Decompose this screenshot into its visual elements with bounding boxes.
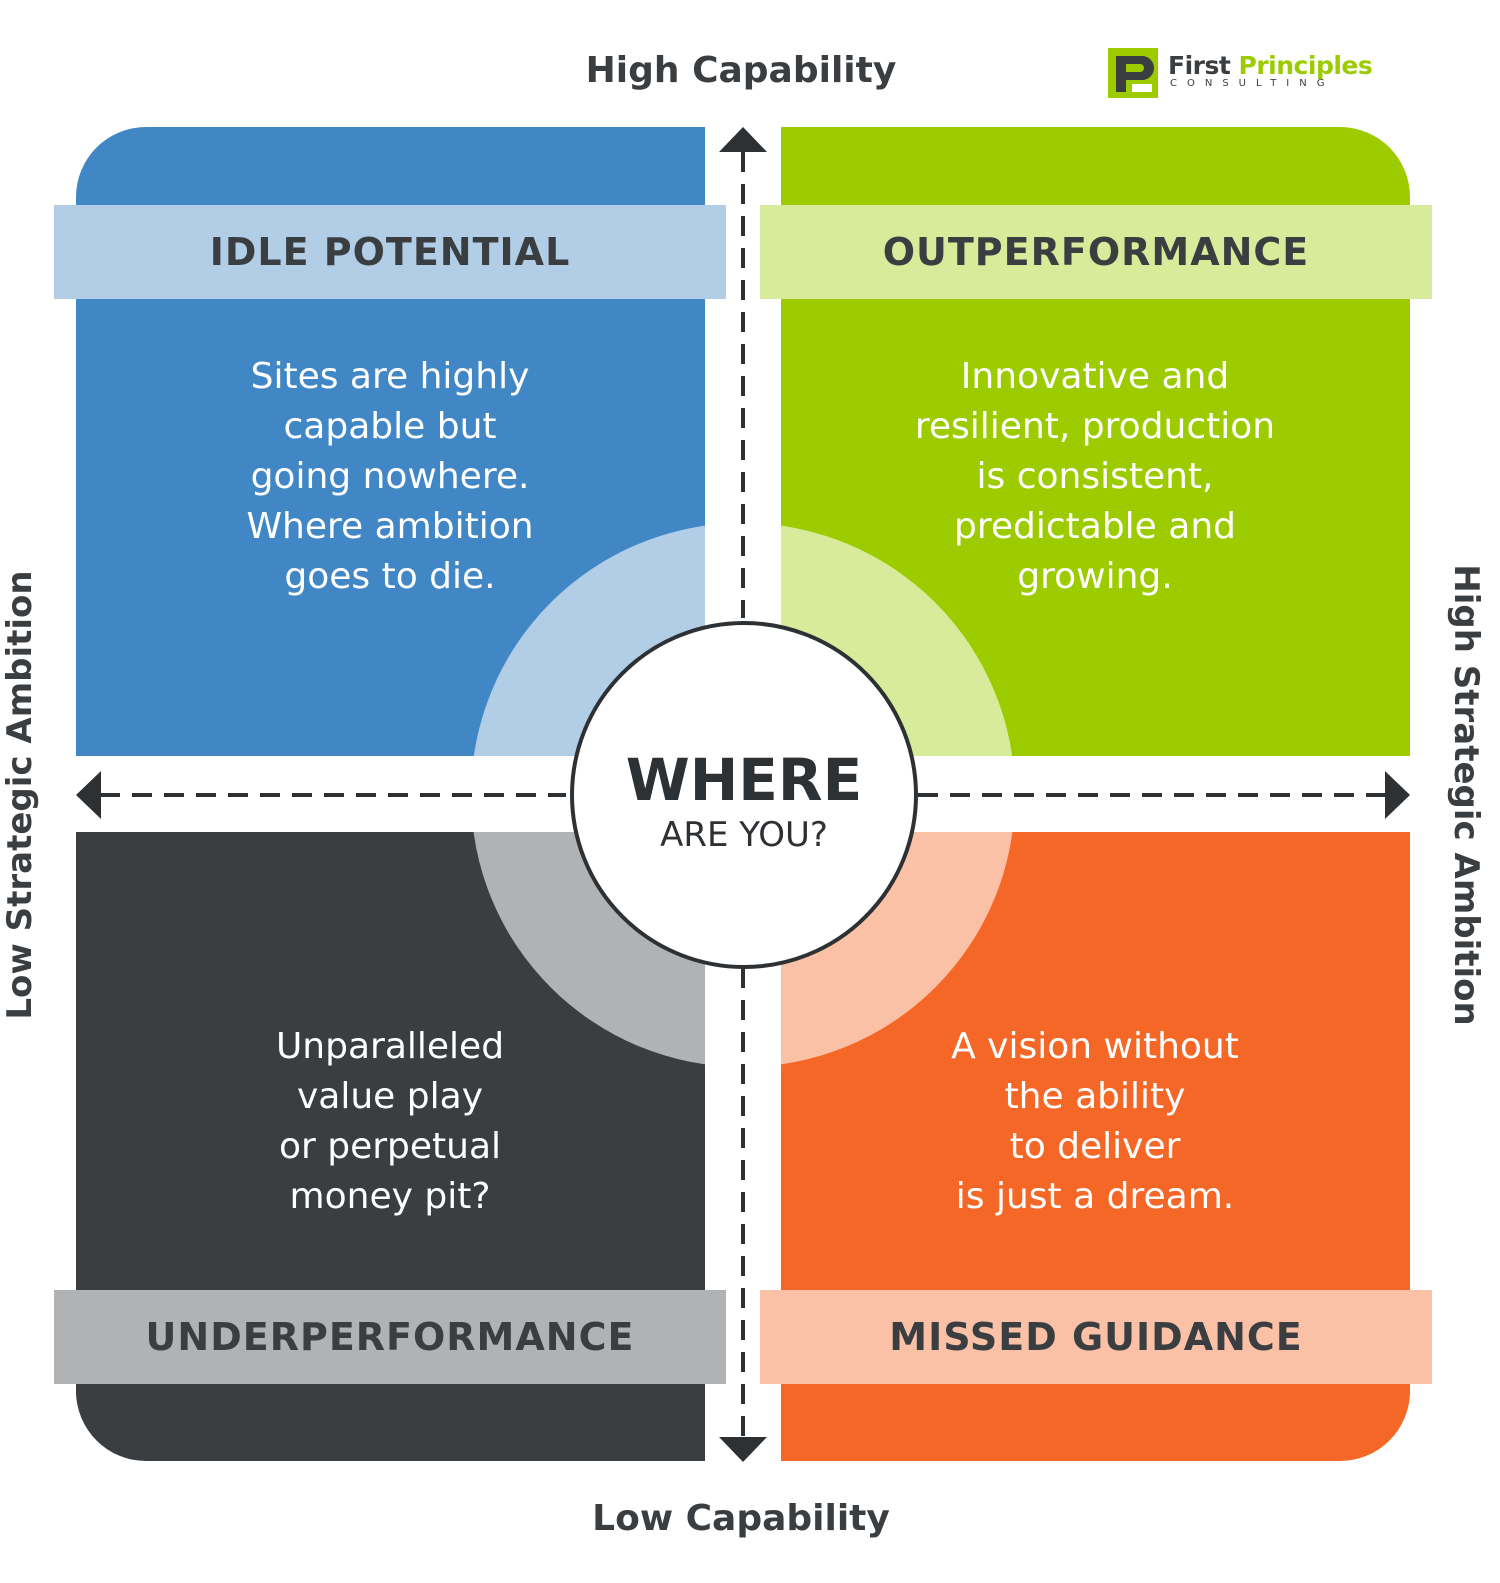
axis-label-top: High Capability <box>585 50 897 91</box>
label-missed-guidance: MISSED GUIDANCE <box>760 1290 1432 1384</box>
logo-word-principles: Principles <box>1238 51 1373 80</box>
logo-wordmark: First Principles <box>1168 51 1373 80</box>
description-underperformance: Unparalleled value play or perpetual mon… <box>275 1026 505 1217</box>
description-missed-guidance: A vision without the ability to deliver … <box>951 1026 1239 1217</box>
axis-label-bottom: Low Capability <box>592 1498 890 1539</box>
center-subtitle: ARE YOU? <box>660 815 828 855</box>
description-idle-potential: Sites are highly capable but going nowhe… <box>246 356 534 597</box>
arrow-right-icon <box>1385 771 1410 819</box>
arrow-up-icon <box>719 127 767 152</box>
brand-logo: First Principles CONSULTING <box>1108 48 1413 100</box>
center-title: WHERE <box>625 746 863 814</box>
logo-subtitle: CONSULTING <box>1170 78 1335 89</box>
logo-mark-icon <box>1108 48 1158 98</box>
arrow-down-icon <box>719 1437 767 1462</box>
axis-label-right: High Strategic Ambition <box>1446 564 1486 1026</box>
label-underperformance: UNDERPERFORMANCE <box>54 1290 726 1384</box>
logo-word-first: First <box>1168 51 1231 80</box>
label-outperformance: OUTPERFORMANCE <box>760 205 1432 299</box>
arrow-left-icon <box>76 771 101 819</box>
description-outperformance: Innovative and resilient, production is … <box>914 356 1276 597</box>
axis-label-left: Low Strategic Ambition <box>0 570 40 1020</box>
center-circle <box>570 621 918 969</box>
label-idle-potential: IDLE POTENTIAL <box>54 205 726 299</box>
